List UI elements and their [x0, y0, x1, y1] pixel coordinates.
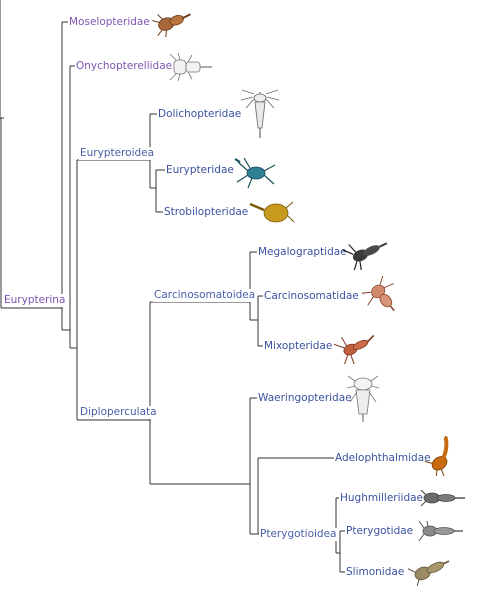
carcinosomatidae-eurypterid-icon	[362, 276, 395, 312]
onychopterellidae-eurypterid-icon	[169, 52, 212, 82]
clade-carcinosomatoidea-label: Carcinosomatoidea	[153, 289, 257, 302]
slimonidae-eurypterid-icon	[408, 560, 450, 586]
family-megalograptidae-label: Megalograptidae	[257, 246, 348, 259]
clade-pterygotioidea-label: Pterygotioidea	[259, 528, 338, 541]
waeringopteridae-eurypterid-icon	[346, 375, 380, 422]
family-strobilopteridae-label: Strobilopteridae	[163, 206, 250, 219]
adelophthalmidae-eurypterid-icon	[424, 436, 449, 476]
clade-diploperculata-label: Diploperculata	[79, 406, 158, 419]
mixopteridae-eurypterid-icon	[334, 334, 375, 364]
family-dolichopteridae-label: Dolichopteridae	[157, 108, 243, 121]
hughmilleriidae-eurypterid-icon	[420, 489, 465, 507]
family-mixopteridae-label: Mixopteridae	[263, 340, 334, 353]
family-adelophthalmidae-label: Adelophthalmidae	[334, 452, 432, 465]
family-waeringopteridae-label: Waeringopteridae	[257, 392, 353, 405]
family-moselopteridae-label: Moselopteridae	[68, 16, 151, 29]
dolichopteridae-eurypterid-icon	[240, 89, 280, 138]
clade-eurypteroidea-label: Eurypteroidea	[79, 147, 156, 160]
family-slimonidae-label: Slimonidae	[345, 566, 406, 579]
pterygotidae-eurypterid-icon	[418, 520, 463, 542]
family-eurypteridae-label: Eurypteridae	[165, 164, 235, 177]
family-pterygotidae-label: Pterygotidae	[345, 525, 415, 538]
moselopteridae-eurypterid-icon	[152, 13, 191, 38]
family-onychopterellidae-label: Onychopterellidae	[75, 60, 174, 73]
eurypteridae-eurypterid-icon	[234, 157, 276, 189]
strobilopteridae-eurypterid-icon	[249, 201, 295, 223]
clade-eurypterina-label: Eurypterina	[3, 294, 67, 307]
megalograptidae-eurypterid-icon	[342, 242, 388, 270]
family-hughmilleriidae-label: Hughmilleriidae	[339, 492, 425, 505]
family-carcinosomatidae-label: Carcinosomatidae	[263, 290, 360, 303]
